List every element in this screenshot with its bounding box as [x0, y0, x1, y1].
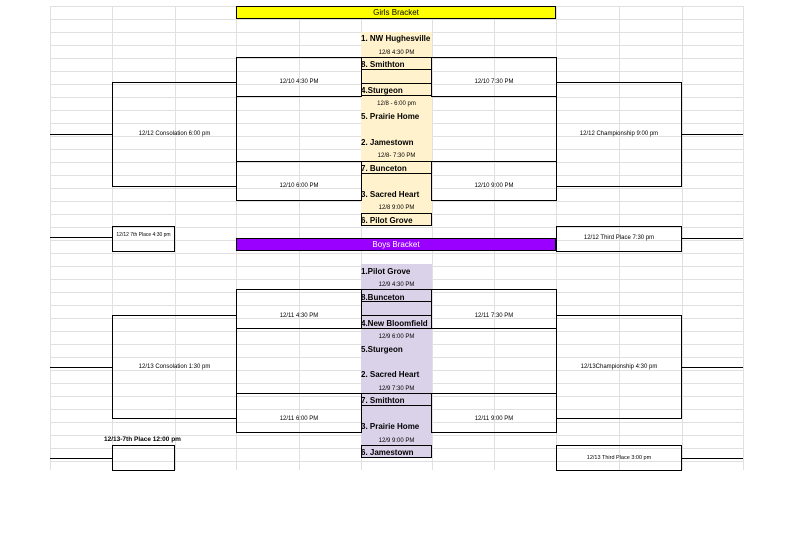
gridline-row — [50, 19, 743, 20]
girls-third-place-line — [682, 238, 743, 239]
boys-third-place-line — [682, 458, 743, 459]
gridline-column — [175, 6, 176, 470]
boys-team-seed-1: 1.Pilot Grove — [361, 267, 411, 276]
boys-bracket-banner: Boys Bracket — [236, 238, 556, 251]
girls-team-seed-2: 2. Jamestown — [361, 138, 414, 147]
girls-seventh-place-label: 12/12 7th Place 4:30 pm — [116, 232, 171, 238]
boys-team-seed-7: 7. Smithton — [361, 396, 405, 405]
girls-semi-left-top-time: 12/10 4:30 PM — [279, 79, 319, 85]
girls-team-seed-4: 4.Sturgeon — [361, 86, 403, 95]
boys-third-place-label: 12/13 Third Place 3:00 pm — [586, 455, 652, 461]
girls-match-box — [361, 213, 432, 226]
girls-team-seed-3: 3. Sacred Heart — [361, 190, 420, 199]
girls-champion-line — [682, 134, 743, 135]
boys-seventh-place-line — [50, 458, 112, 459]
girls-consolation-label: 12/12 Consolation 6:00 pm — [138, 131, 211, 137]
boys-team-seed-8: 8.Bunceton — [361, 293, 405, 302]
boys-semi-right-top-time: 12/11 7:30 PM — [474, 313, 514, 319]
girls-seed-column — [361, 32, 432, 226]
boys-semi-left-top-box — [236, 289, 362, 329]
boys-championship-box — [556, 315, 682, 419]
boys-first-round-time-1: 12/9 4:30 PM — [378, 282, 415, 288]
girls-seventh-place-box — [112, 226, 175, 252]
boys-match-box — [361, 445, 432, 458]
girls-first-round-time-4: 12/8 9:00 PM — [378, 205, 415, 211]
boys-consolation-label: 12/13 Consolation 1:30 pm — [138, 364, 211, 370]
boys-team-seed-3: 3. Prairie Home — [361, 422, 420, 431]
boys-semi-right-bottom-box — [431, 393, 557, 433]
boys-champion-line — [682, 367, 743, 368]
girls-championship-label: 12/12 Championship 9:00 pm — [579, 131, 659, 137]
boys-semi-left-bottom-box — [236, 393, 362, 433]
girls-third-place-box — [556, 226, 682, 252]
boys-consolation-winner-line — [50, 367, 112, 368]
girls-first-round-time-1: 12/8 4:30 PM — [378, 50, 415, 56]
girls-consolation-winner-line — [50, 134, 112, 135]
girls-team-seed-1: 1. NW Hughesville — [361, 34, 431, 43]
girls-bracket-banner: Girls Bracket — [236, 6, 556, 19]
boys-third-place-box — [556, 445, 682, 471]
girls-seventh-place-line — [50, 237, 112, 238]
gridline-row — [50, 461, 743, 462]
boys-team-seed-4: 4.New Bloomfield — [361, 319, 428, 328]
girls-semi-right-bottom-box — [431, 161, 557, 201]
gridline-column — [619, 6, 620, 470]
boys-seed-column — [361, 264, 432, 458]
boys-team-seed-6: 6. Jamestown — [361, 448, 414, 457]
girls-team-seed-5: 5. Prairie Home — [361, 112, 420, 121]
girls-consolation-box — [112, 82, 237, 187]
boys-semi-right-bottom-time: 12/11 9:00 PM — [474, 416, 514, 422]
boys-consolation-box — [112, 315, 237, 419]
gridline-column — [743, 6, 744, 470]
girls-semi-left-top-box — [236, 57, 362, 97]
girls-semi-right-top-box — [431, 57, 557, 97]
boys-seventh-place-box — [112, 445, 175, 471]
girls-team-seed-6: 6. Pilot Grove — [361, 216, 413, 225]
girls-semi-left-bottom-time: 12/10 6:00 PM — [279, 183, 319, 189]
gridline-row — [50, 227, 743, 228]
girls-championship-box — [556, 82, 682, 187]
girls-semi-right-top-time: 12/10 7:30 PM — [474, 79, 514, 85]
girls-semi-right-bottom-time: 12/10 9:00 PM — [474, 183, 514, 189]
boys-first-round-time-3: 12/9 7:30 PM — [378, 386, 415, 392]
boys-team-seed-2: 2. Sacred Heart — [361, 370, 420, 379]
girls-team-seed-7: 7. Bunceton — [361, 164, 407, 173]
boys-championship-label: 12/13Championship 4:30 pm — [580, 364, 658, 370]
gridline-column — [50, 6, 51, 470]
girls-third-place-label: 12/12 Third Place 7:30 pm — [583, 235, 655, 241]
boys-team-seed-5: 5.Sturgeon — [361, 345, 403, 354]
boys-semi-left-top-time: 12/11 4:30 PM — [279, 313, 319, 319]
boys-first-round-time-4: 12/9 9:00 PM — [378, 438, 415, 444]
boys-semi-right-top-box — [431, 289, 557, 329]
girls-first-round-time-2: 12/8 - 6:00 pm — [377, 101, 416, 107]
boys-seventh-place-label: 12/13-7th Place 12:00 pm — [104, 436, 181, 443]
girls-semi-left-bottom-box — [236, 161, 362, 201]
girls-first-round-time-3: 12/8- 7:30 PM — [377, 153, 416, 159]
boys-semi-left-bottom-time: 12/11 6:00 PM — [279, 416, 319, 422]
gridline-row — [50, 253, 743, 254]
boys-first-round-time-2: 12/9 6:00 PM — [378, 334, 415, 340]
girls-team-seed-8: 8. Smithton — [361, 60, 405, 69]
